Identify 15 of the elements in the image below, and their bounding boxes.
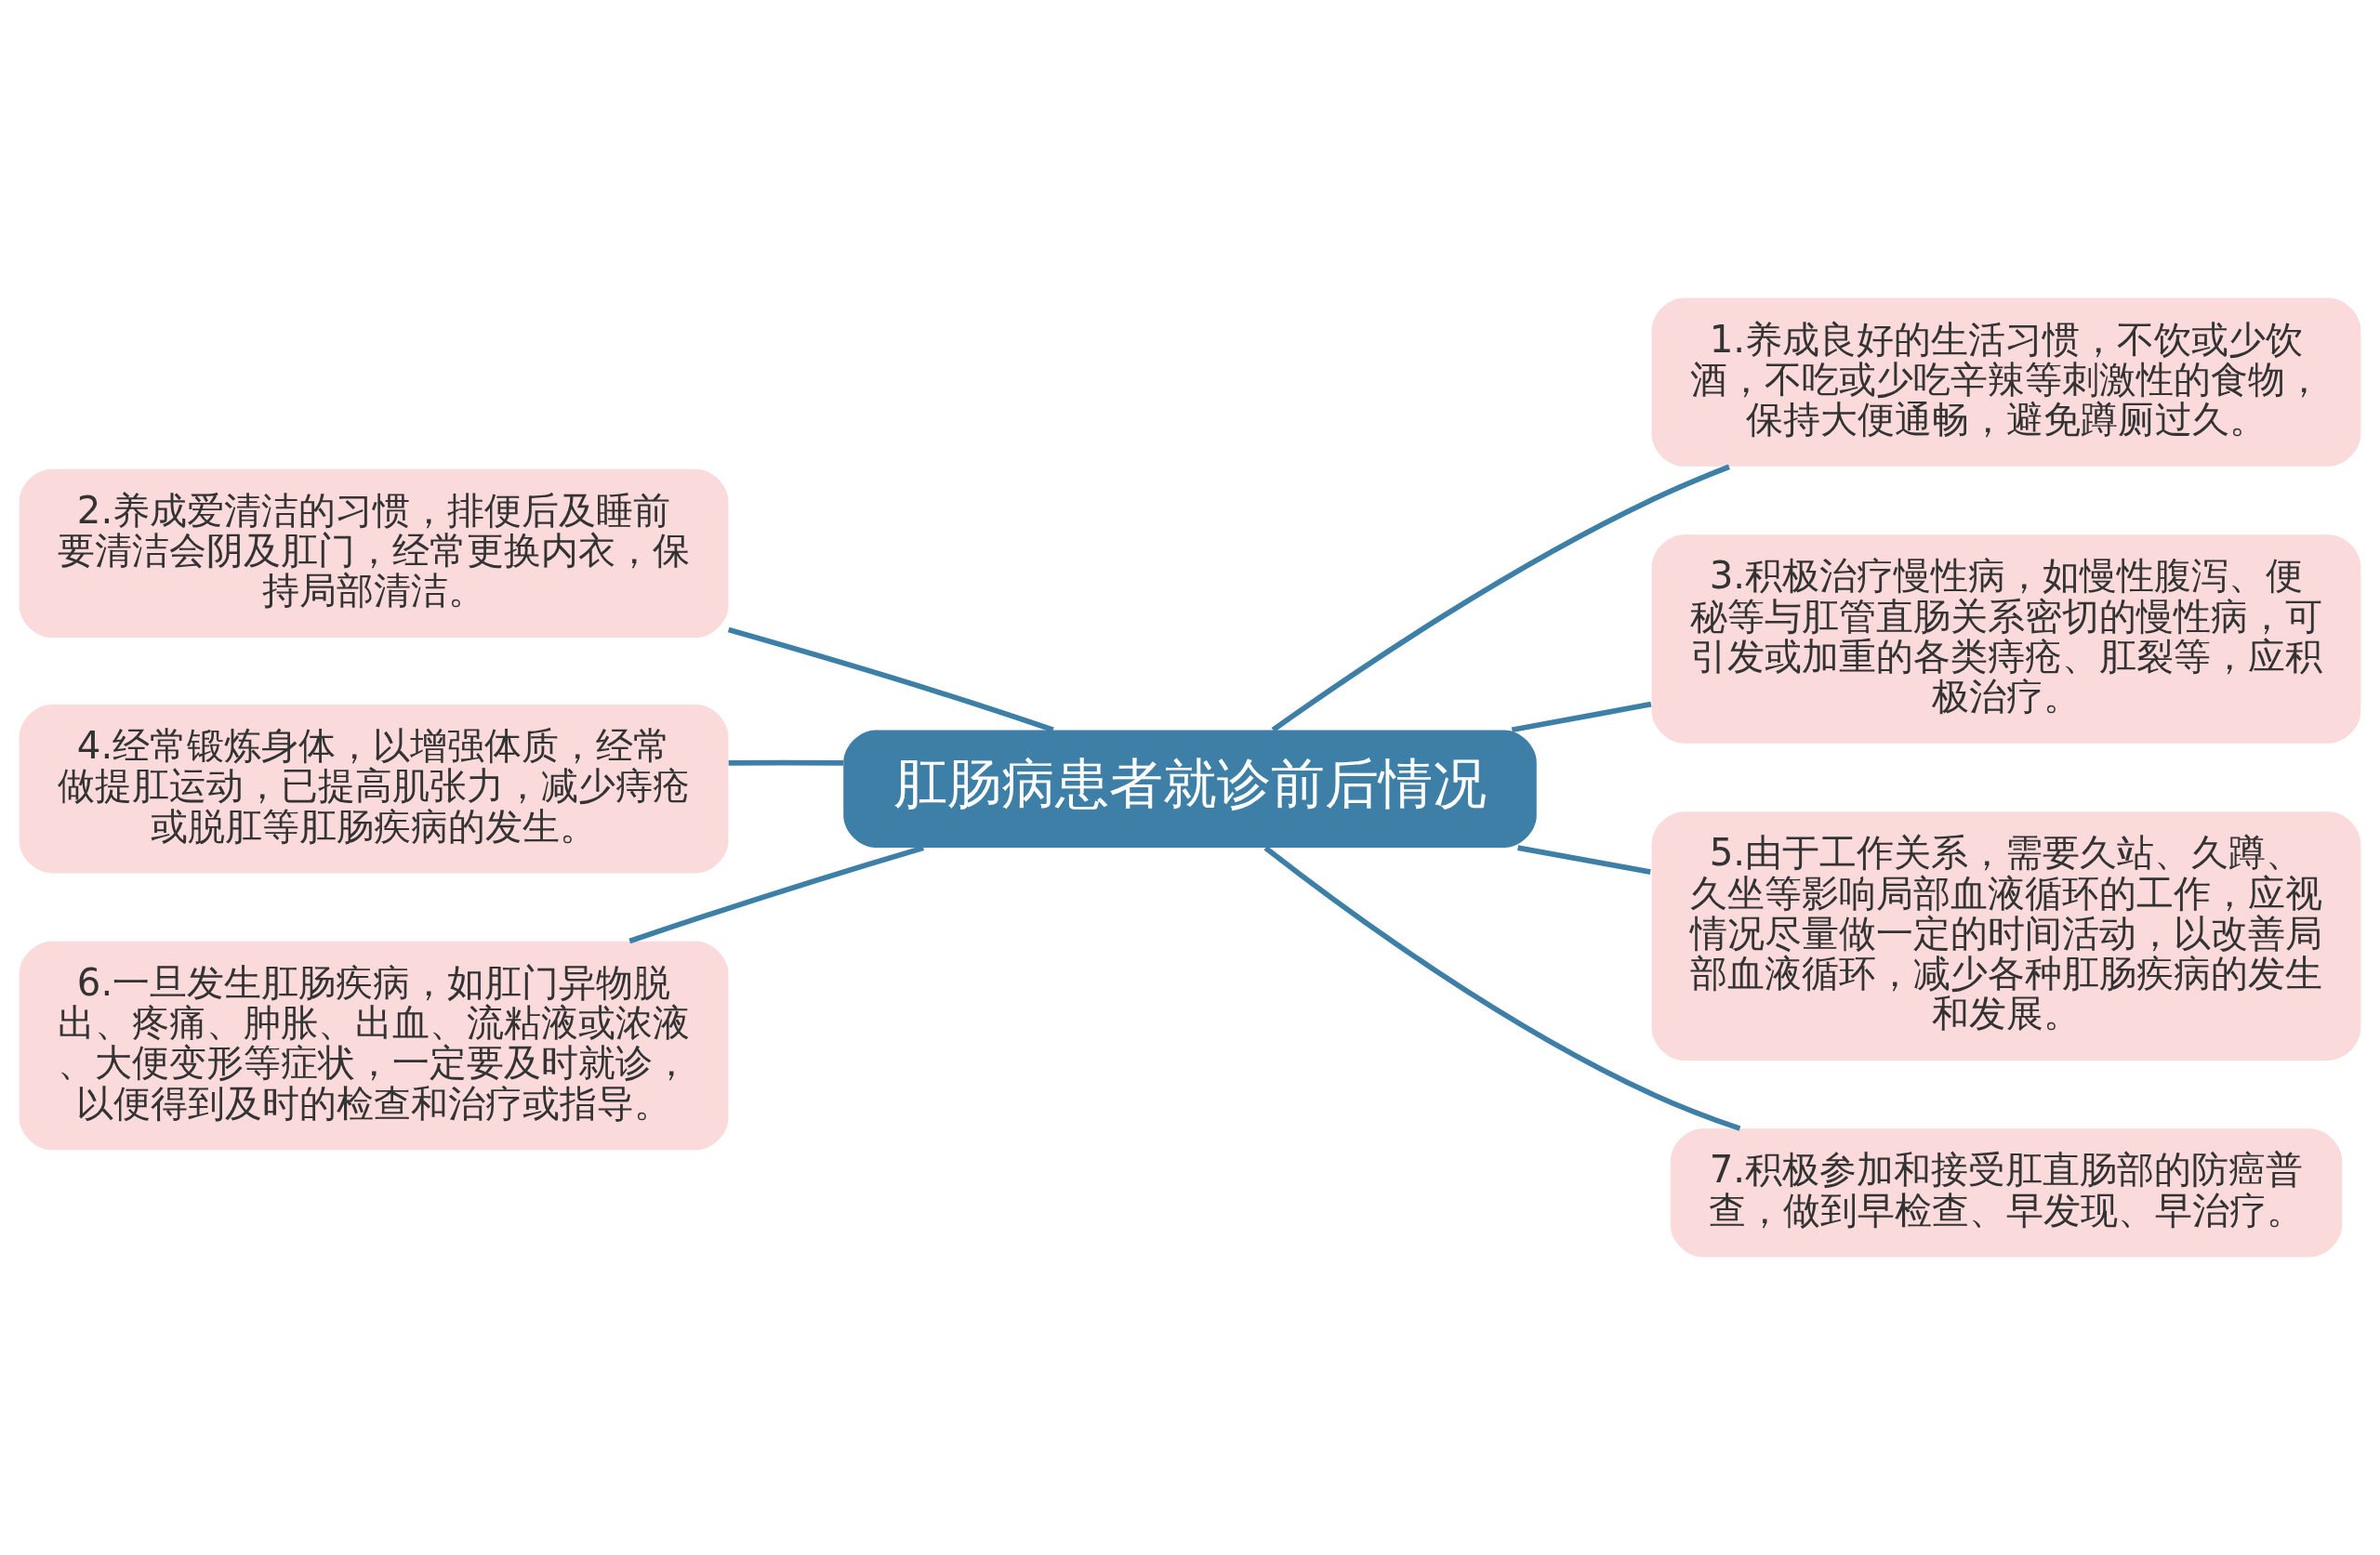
node-box: 1.养成良好的生活习惯，不饮或少饮酒，不吃或少吃辛辣等刺激性的食物，保持大便通畅，避免蹲厕过久。: [1651, 297, 2361, 467]
node-box: 2.养成爱清洁的习惯，排便后及睡前要清洁会阴及肛门，经常更换内衣，保持局部清洁。: [19, 468, 729, 639]
connector: [728, 759, 843, 766]
node-box: 5.由于工作关系，需要久站、久蹲、久坐等影响局部血液循环的工作，应视情况尽量做一定的时间活动，以改善局部血液循环，减少各种肛肠疾病的发生和发展。: [1651, 811, 2361, 1061]
node-box: 肛肠病患者就诊前后情况: [843, 730, 1537, 849]
connector: [628, 845, 925, 944]
node-box: 7.积极参加和接受肛直肠部的防癌普查，做到早检查、早发现、早治疗。: [1670, 1128, 2343, 1258]
node-box: 3.积极治疗慢性病，如慢性腹泻、便秘等与肛管直肠关系密切的慢性病，可引发或加重的各类痔疮、肛裂等，应积极治疗。: [1651, 534, 2361, 744]
connector: [1271, 464, 1730, 732]
node-box: 4.经常锻炼身体，以增强体质，经常做提肛运动，已提高肌张力，减少痔疮或脱肛等肛肠疾病的发生。: [19, 705, 729, 874]
node-box: 6.一旦发生肛肠疾病，如肛门异物脱出、疼痛、肿胀、出血、流粘液或浓液、大便变形等症状，一定要及时就诊，以便得到及时的检查和治疗或指导。: [19, 941, 729, 1151]
connector: [1511, 701, 1652, 733]
connector: [1263, 845, 1741, 1131]
connector: [1517, 845, 1651, 875]
connector: [727, 626, 1054, 732]
